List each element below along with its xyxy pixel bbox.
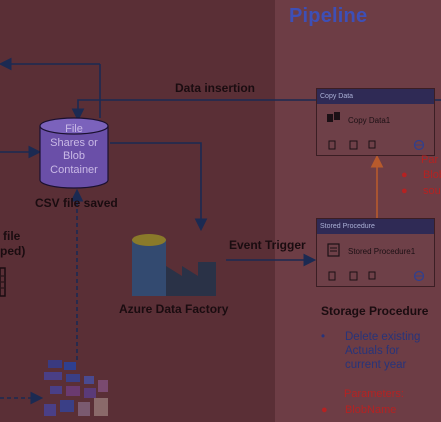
copy-activity-icon [327, 112, 340, 122]
file-label-partial-2: ped) [0, 244, 26, 258]
sp-desc-bullet: • [321, 331, 326, 343]
stored-procedure-name: Stored Procedure1 [348, 247, 416, 256]
storage-procedure-label: Storage Procedure [321, 304, 429, 318]
adf-label: Azure Data Factory [119, 302, 229, 316]
pipeline-panel [275, 0, 441, 422]
container-label: File Shares or Blob Container [50, 123, 98, 176]
copy-param-1: Blob [423, 169, 441, 181]
pipeline-title: Pipeline [289, 5, 368, 27]
file-icon-partial [0, 267, 6, 297]
stored-procedure-toolbar [328, 270, 425, 282]
stored-procedure-card[interactable]: Stored Procedure Stored Procedure1 [316, 218, 435, 287]
event-trigger-label: Event Trigger [229, 238, 306, 252]
sp-param-1: BlobName [345, 404, 397, 416]
copy-data-toolbar [328, 139, 425, 151]
file-label-partial-1: file [3, 229, 21, 243]
sp-params-label: Parameters: [344, 388, 404, 400]
copy-params-label: Par [421, 154, 439, 166]
azure-data-factory-icon [132, 234, 216, 296]
copy-param-bullet-2: ● [401, 185, 408, 197]
copy-param-bullet-1: ● [401, 169, 408, 181]
sp-param-bullet: ● [321, 404, 328, 416]
csv-saved-label: CSV file saved [35, 196, 118, 210]
stored-procedure-icon [327, 243, 340, 257]
blob-container-icon [39, 117, 109, 189]
data-insertion-arrow [71, 99, 316, 122]
copy-data-name: Copy Data1 [348, 116, 391, 125]
container-to-adf-arrow [110, 142, 208, 232]
sp-description: Delete existing Actuals for current year [345, 331, 421, 371]
copy-data-header: Copy Data [317, 89, 434, 104]
data-insertion-label: Data insertion [175, 81, 256, 95]
data-blocks-icon [44, 360, 108, 416]
copy-data-card[interactable]: Copy Data Copy Data1 [316, 88, 435, 156]
copy-param-2: sou [423, 185, 441, 197]
stored-procedure-header: Stored Procedure [317, 219, 434, 234]
